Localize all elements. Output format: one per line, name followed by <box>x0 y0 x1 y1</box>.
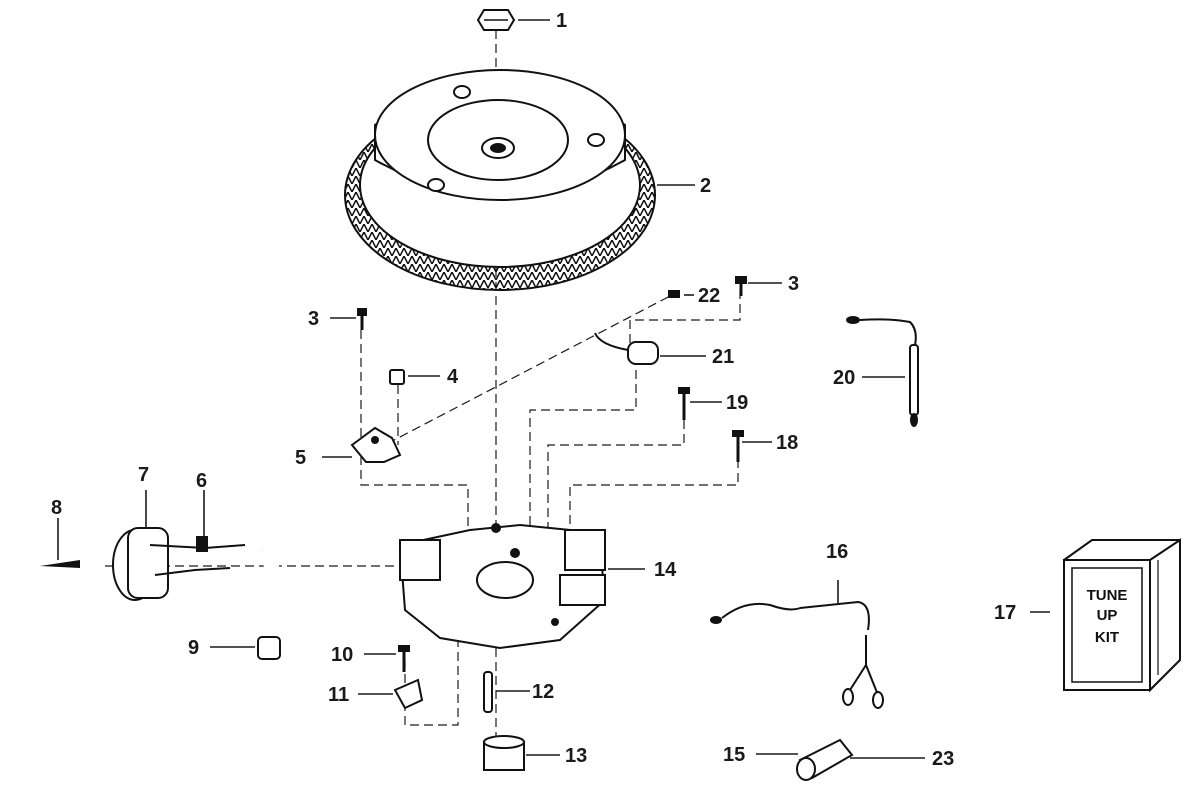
bushing <box>483 735 525 771</box>
callout-14: 14 <box>654 559 677 581</box>
callout-11: 11 <box>328 684 349 706</box>
callout-labels: 1 2 3 3 4 5 6 7 8 9 10 11 12 13 14 15 16… <box>51 10 1016 770</box>
screw-left <box>357 308 367 330</box>
callout-16: 16 <box>826 541 848 563</box>
flywheel-key <box>483 671 493 713</box>
coil-clamp <box>196 536 208 552</box>
coil-wedge <box>40 560 80 568</box>
callout-1: 1 <box>556 10 567 32</box>
flywheel <box>344 69 656 291</box>
callout-18: 18 <box>776 432 798 454</box>
callout-19: 19 <box>726 392 748 414</box>
armature-plate <box>398 523 607 650</box>
screw-right <box>735 276 747 296</box>
callout-5: 5 <box>295 447 306 469</box>
leader-lines <box>57 19 1050 759</box>
callout-21: 21 <box>712 346 734 368</box>
callout-23: 23 <box>932 748 954 770</box>
breaker-point <box>350 426 402 463</box>
callout-8: 8 <box>51 497 62 519</box>
wire-harness <box>710 600 884 709</box>
callout-13: 13 <box>565 745 587 767</box>
callout-17: 17 <box>994 602 1016 624</box>
cam-wiper <box>393 678 424 710</box>
screw-19 <box>678 387 690 420</box>
kit-label-line2: UP <box>1097 607 1118 624</box>
screw-18 <box>732 430 744 462</box>
tune-up-kit-box: TUNE UP KIT <box>1062 538 1181 693</box>
spark-plug-lead <box>257 548 283 660</box>
callout-10: 10 <box>331 644 353 666</box>
screw-10 <box>398 645 410 672</box>
ignition-coil <box>112 527 246 601</box>
callout-6: 6 <box>196 470 207 492</box>
kit-label-line1: TUNE <box>1087 587 1128 604</box>
callout-7: 7 <box>138 464 149 486</box>
callout-22: 22 <box>698 285 720 307</box>
flywheel-nut <box>476 9 516 31</box>
callout-20: 20 <box>833 367 855 389</box>
callout-9: 9 <box>188 637 199 659</box>
kit-label-line3: KIT <box>1095 629 1119 646</box>
kill-switch <box>796 738 854 781</box>
callout-15: 15 <box>723 744 745 766</box>
ground-lead-wire <box>846 316 919 427</box>
callout-2: 2 <box>700 175 711 197</box>
callout-3-right: 3 <box>788 273 799 295</box>
condenser <box>594 332 659 365</box>
callout-4: 4 <box>447 366 459 388</box>
callout-12: 12 <box>532 681 554 703</box>
contact-clip <box>389 369 405 385</box>
callout-3-left: 3 <box>308 308 319 330</box>
condenser-screw <box>668 290 680 298</box>
